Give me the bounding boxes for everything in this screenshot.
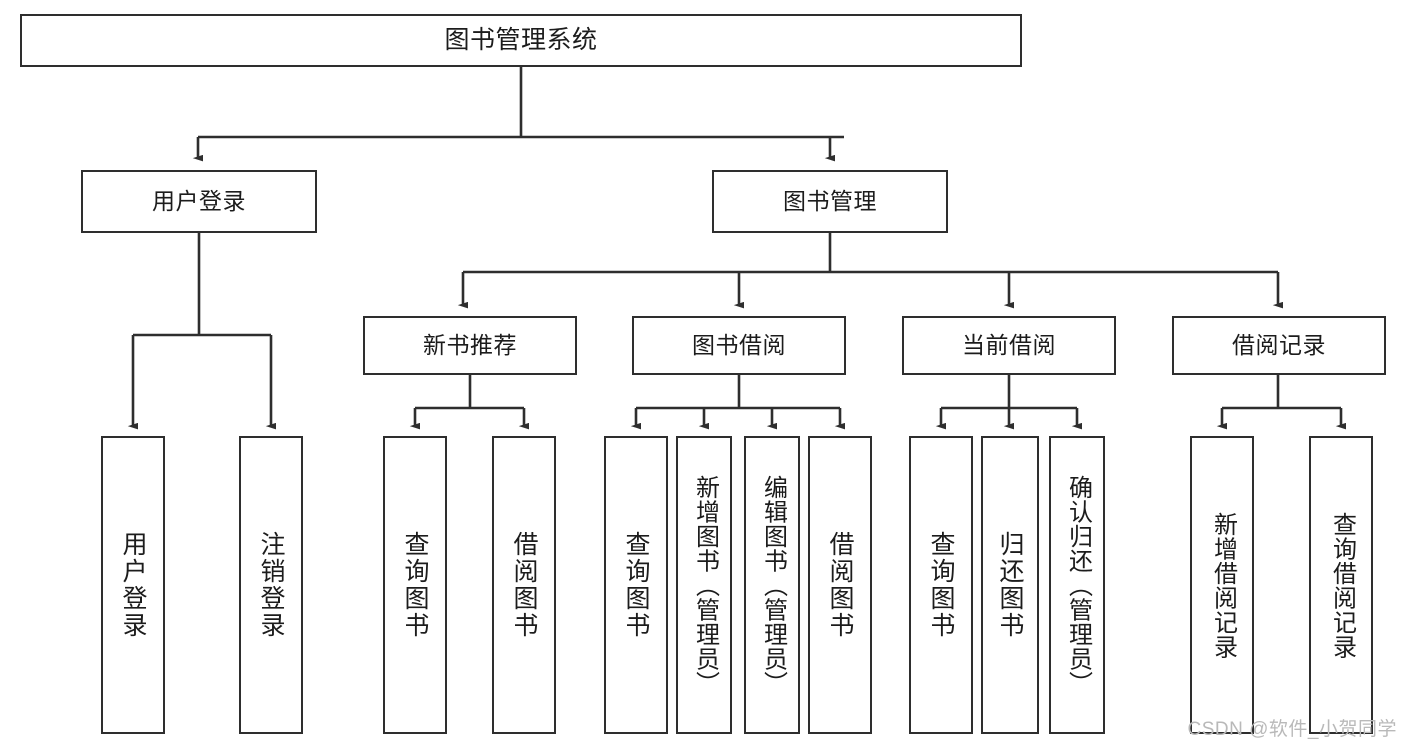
node-label: 新增借阅记录 <box>1209 511 1237 659</box>
node-label: 查询图书 <box>622 531 650 639</box>
node-leaf-query-book-3[interactable]: 查询图书 <box>909 436 973 734</box>
node-label: 图书管理 <box>783 187 877 214</box>
node-label: 编辑图书（管理员） <box>759 474 787 696</box>
node-leaf-confirm-return[interactable]: 确认归还（管理员） <box>1049 436 1105 734</box>
node-leaf-query-record[interactable]: 查询借阅记录 <box>1309 436 1373 734</box>
node-label: 查询图书 <box>401 531 429 639</box>
node-label: 查询图书 <box>927 531 955 639</box>
node-label: 借阅图书 <box>510 531 538 639</box>
node-user-login[interactable]: 用户登录 <box>81 170 317 233</box>
node-label: 用户登录 <box>119 531 147 639</box>
node-leaf-edit-book[interactable]: 编辑图书（管理员） <box>744 436 800 734</box>
node-leaf-add-record[interactable]: 新增借阅记录 <box>1190 436 1254 734</box>
node-leaf-logout-login[interactable]: 注销登录 <box>239 436 303 734</box>
node-label: 图书借阅 <box>692 331 786 358</box>
node-leaf-borrow-book-1[interactable]: 借阅图书 <box>492 436 556 734</box>
node-leaf-borrow-book-2[interactable]: 借阅图书 <box>808 436 872 734</box>
node-root-system[interactable]: 图书管理系统 <box>20 14 1022 67</box>
node-label: 新书推荐 <box>423 331 517 358</box>
node-leaf-query-book-2[interactable]: 查询图书 <box>604 436 668 734</box>
watermark-text: CSDN @软件_小贺同学 <box>1187 719 1397 740</box>
node-leaf-add-book[interactable]: 新增图书（管理员） <box>676 436 732 734</box>
node-new-book-recommend[interactable]: 新书推荐 <box>363 316 577 375</box>
node-leaf-return-book[interactable]: 归还图书 <box>981 436 1039 734</box>
node-label: 用户登录 <box>152 187 246 214</box>
node-leaf-user-login[interactable]: 用户登录 <box>101 436 165 734</box>
node-book-borrow[interactable]: 图书借阅 <box>632 316 846 375</box>
node-leaf-query-book-1[interactable]: 查询图书 <box>383 436 447 734</box>
node-book-management[interactable]: 图书管理 <box>712 170 948 233</box>
node-label: 确认归还（管理员） <box>1064 474 1092 696</box>
node-label: 归还图书 <box>996 531 1024 639</box>
node-label: 借阅图书 <box>826 531 854 639</box>
node-label: 查询借阅记录 <box>1328 511 1356 659</box>
node-label: 借阅记录 <box>1232 331 1326 358</box>
node-borrow-record[interactable]: 借阅记录 <box>1172 316 1386 375</box>
node-label: 图书管理系统 <box>444 25 598 54</box>
node-label: 当前借阅 <box>962 331 1056 358</box>
node-label: 注销登录 <box>257 531 285 639</box>
node-label: 新增图书（管理员） <box>691 474 719 696</box>
node-current-borrow[interactable]: 当前借阅 <box>902 316 1116 375</box>
